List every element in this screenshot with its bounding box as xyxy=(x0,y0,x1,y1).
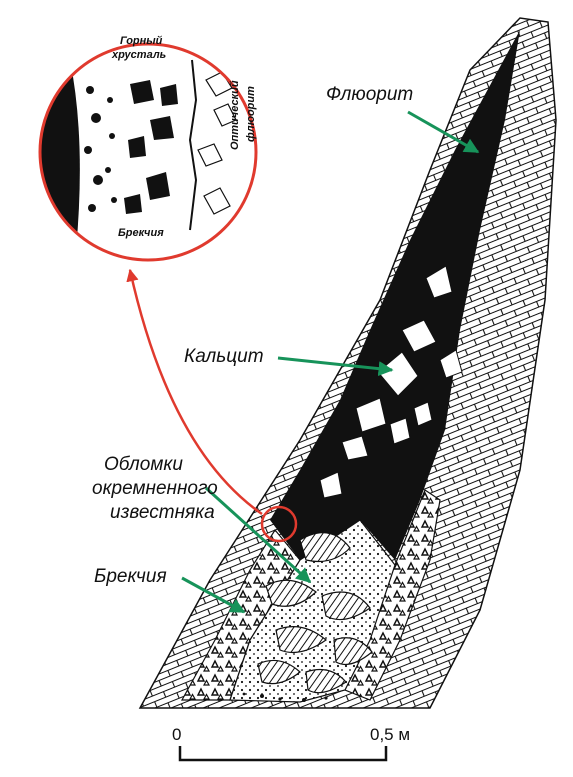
scale-end-label: 0,5 м xyxy=(370,725,410,744)
label-fragments-line1: Обломки xyxy=(104,454,183,475)
inset-label-optical-line1: Оптический xyxy=(229,80,241,150)
inset-label-crystal-line1: Горный xyxy=(120,35,163,47)
inset-label-breccia: Брекчия xyxy=(118,227,164,239)
label-breccia: Брекчия xyxy=(94,566,167,587)
inset-label-crystal-line2: хрусталь xyxy=(111,49,166,61)
scale-start-label: 0 xyxy=(172,725,181,744)
inset-label-optical-line2: флюорит xyxy=(245,86,257,142)
label-calcite: Кальцит xyxy=(184,346,264,367)
label-fragments-line3: известняка xyxy=(110,502,215,523)
label-fluorite: Флюорит xyxy=(326,84,413,105)
label-fragments-line2: окремненного xyxy=(92,478,218,499)
scale-bar: 0 0,5 м xyxy=(172,725,410,760)
